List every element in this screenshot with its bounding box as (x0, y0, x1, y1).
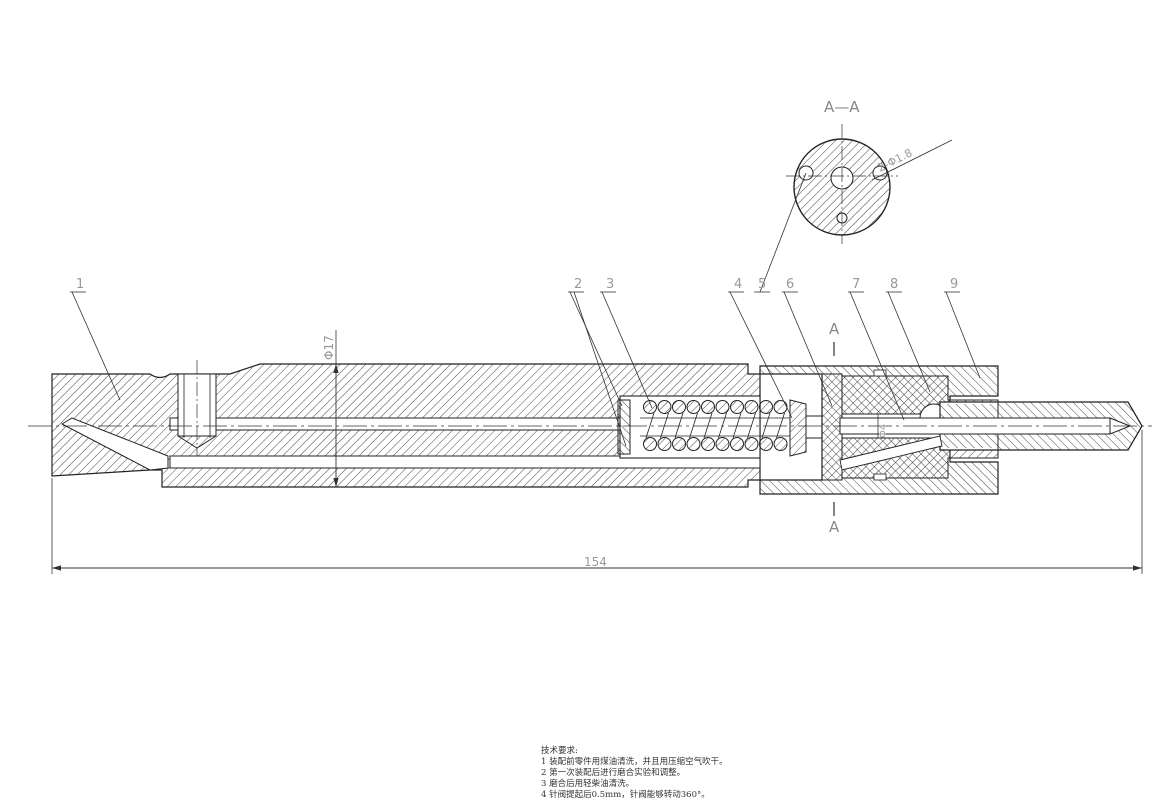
part-label-3: 3 (600, 277, 653, 409)
spring-coil-link (747, 412, 756, 439)
spring-coil (744, 400, 759, 414)
section-marker-top: A (829, 320, 840, 356)
spring-coil (701, 400, 715, 414)
part-label-6: 6 (782, 277, 833, 407)
dim-overall-length-label: 154 (584, 555, 607, 569)
spring-coil-link (689, 412, 698, 439)
spring-coil-link (732, 412, 742, 439)
spring-coil-link (645, 412, 655, 439)
dimension-diameter-body: Φ17 (322, 330, 339, 487)
spring-coil (701, 437, 715, 451)
section-view-a-a: A—A 2-Φ1.8 (759, 98, 953, 293)
note-item: 4 针阀提起后0.5mm，针阀能够转动360°。 (541, 790, 710, 800)
part-label-5: 5 (754, 277, 770, 293)
spring-coil-link (761, 412, 771, 439)
note-item: 1 装配前零件用煤油清洗，并且用压缩空气吹干。 (541, 757, 728, 767)
spring-coil-link (718, 412, 727, 439)
spring-coil (657, 437, 672, 451)
spring-coil-link (660, 412, 669, 439)
spring-coil (686, 400, 701, 414)
note-item: 2 第一次装配后进行磨合实验和调整。 (541, 768, 686, 778)
nozzle-nut (759, 365, 1143, 495)
part-label-9-text: 9 (950, 277, 958, 292)
part-label-4-text: 4 (734, 277, 742, 292)
spring-assembly (617, 399, 823, 457)
section-title: A—A (824, 98, 860, 116)
part-label-7: 7 (848, 277, 905, 421)
spring-coil (657, 400, 672, 414)
section-marker-bottom-label: A (829, 518, 840, 536)
spring-coil (715, 437, 730, 451)
part-label-1-text: 1 (76, 277, 84, 292)
dim-diameter-needle-label: Φ4 (878, 424, 889, 438)
section-marker-bottom: A (829, 502, 840, 536)
part-label-4: 4 (728, 277, 793, 419)
hole-callout: 2-Φ1.8 (875, 146, 914, 174)
spring-coil-link (674, 412, 684, 439)
part-label-3-text: 3 (606, 277, 614, 292)
part-label-1: 1 (70, 277, 121, 401)
spring-coil (643, 400, 657, 414)
spring-coil (730, 437, 744, 451)
part-label-2: 2 (568, 277, 627, 447)
spring-coil (773, 437, 788, 451)
spring-coil (759, 400, 773, 414)
part-label-6-text: 6 (786, 277, 794, 292)
technical-requirements: 技术要求: 1 装配前零件用煤油清洗，并且用压缩空气吹干。 2 第一次装配后进行… (541, 746, 941, 801)
spring-coil (672, 437, 686, 451)
spring-coil (759, 437, 773, 451)
dim-diameter-body-label: Φ17 (322, 335, 336, 360)
spring-coil (643, 437, 657, 451)
spring-coil (773, 400, 788, 414)
part-label-5-text: 5 (758, 277, 766, 292)
spring-coil (672, 400, 686, 414)
spring-coil (686, 437, 701, 451)
part-label-8-text: 8 (890, 277, 898, 292)
part-label-7-text: 7 (852, 277, 860, 292)
dimension-diameter-needle: Φ4 (877, 414, 889, 438)
note-item: 3 磨合后用轻柴油清洗。 (541, 779, 635, 789)
part-label-8: 8 (886, 277, 931, 393)
spring-coil-link (703, 412, 713, 439)
notes-title: 技术要求: (541, 746, 578, 756)
spring-coil (730, 400, 744, 414)
spring-coil (715, 400, 730, 414)
spring-coil (744, 437, 759, 451)
part-label-2-text: 2 (574, 277, 582, 292)
dimension-overall-length: 154 (51, 430, 1143, 574)
section-marker-top-label: A (829, 320, 840, 338)
injector-body (51, 363, 761, 488)
spring-coils-top (643, 400, 788, 439)
spring-coils-bottom (643, 437, 788, 451)
part-label-9: 9 (944, 277, 981, 379)
spring-coil-link (776, 412, 785, 439)
